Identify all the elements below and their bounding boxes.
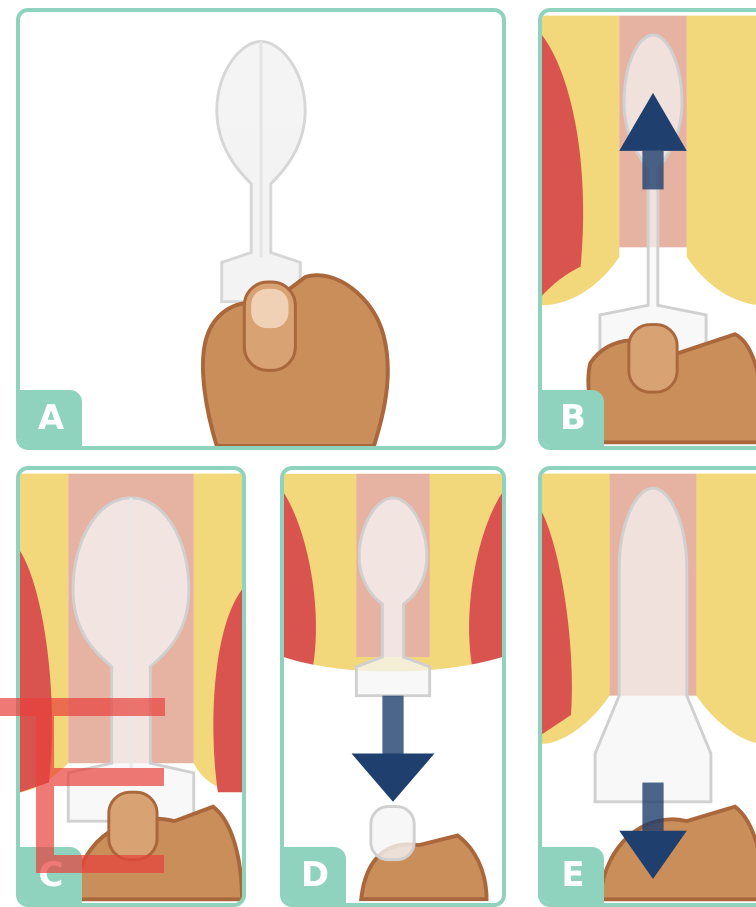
panel-label-d: D [284, 847, 346, 903]
panel-label-e: E [542, 847, 604, 903]
panel-d-illustration [284, 470, 502, 903]
highlight-overlay [0, 690, 200, 880]
device [217, 41, 305, 301]
panel-d: D [280, 466, 506, 907]
panel-a-illustration [20, 12, 502, 446]
panel-a: A [16, 8, 506, 450]
panel-label-b: B [542, 390, 604, 446]
panel-label-a: A [20, 390, 82, 446]
arrow-down-icon [352, 696, 435, 802]
panel-b-illustration [542, 12, 756, 446]
panel-e-illustration [542, 470, 756, 903]
panel-e: E [538, 466, 756, 907]
panel-b: B [538, 8, 756, 450]
